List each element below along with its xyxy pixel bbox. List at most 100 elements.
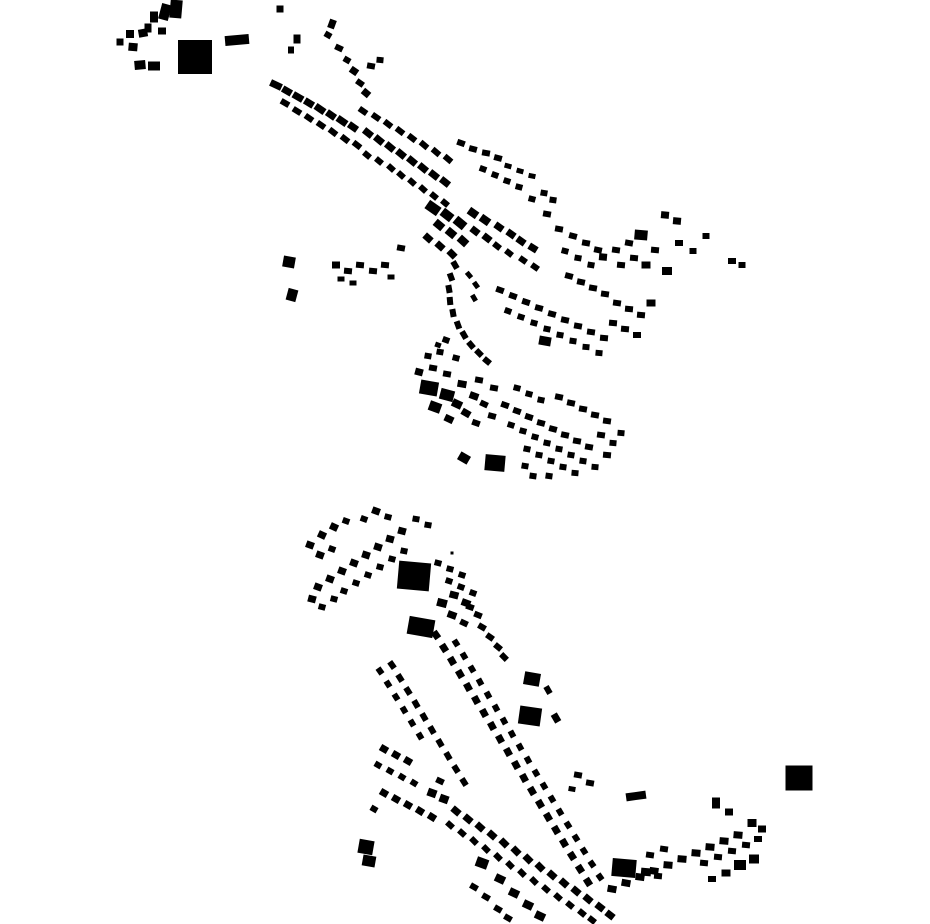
building-footprint	[529, 876, 539, 886]
building-footprint	[487, 720, 497, 732]
building-footprint	[542, 811, 554, 823]
building-footprint	[591, 463, 599, 471]
building-footprint	[378, 743, 390, 755]
building-footprint	[542, 439, 552, 447]
building-footprint	[360, 87, 372, 99]
building-footprint	[534, 861, 546, 873]
building-footprint	[394, 125, 406, 137]
building-footprint	[446, 296, 454, 306]
building-footprint	[521, 297, 531, 307]
building-footprint	[418, 184, 428, 194]
building-footprint	[471, 280, 481, 290]
building-footprint	[533, 910, 547, 922]
building-footprint	[495, 733, 505, 745]
building-footprint	[405, 155, 419, 167]
building-footprint	[315, 119, 327, 131]
building-footprint	[329, 595, 339, 603]
building-footprint	[361, 127, 375, 139]
building-footprint	[733, 831, 743, 839]
building-footprint	[460, 407, 472, 419]
building-footprint	[446, 248, 458, 260]
building-footprint	[620, 878, 632, 888]
building-footprint	[332, 261, 340, 269]
building-footprint	[438, 176, 452, 188]
building-footprint	[522, 853, 534, 865]
building-footprint	[563, 820, 573, 830]
building-footprint	[456, 234, 470, 248]
building-footprint	[541, 884, 551, 894]
building-footprint	[492, 241, 502, 251]
building-footprint	[158, 2, 172, 22]
building-footprint	[534, 798, 546, 810]
building-footprint	[587, 915, 597, 924]
building-footprint	[489, 384, 499, 392]
building-footprint	[462, 813, 474, 825]
building-footprint	[481, 149, 491, 157]
building-footprint	[599, 334, 609, 342]
building-footprint	[466, 340, 476, 350]
building-footprint	[503, 913, 513, 923]
building-footprint	[339, 587, 349, 595]
building-footprint	[451, 354, 461, 362]
building-footprint	[426, 811, 438, 823]
building-footprint	[573, 322, 583, 330]
building-footprint	[747, 819, 757, 827]
building-footprint	[416, 162, 430, 174]
building-footprint	[307, 594, 317, 604]
building-footprint	[586, 328, 596, 336]
building-footprint	[387, 555, 397, 563]
building-footprint	[415, 731, 425, 741]
building-footprint	[361, 550, 371, 560]
building-footprint	[224, 33, 250, 47]
building-footprint	[288, 46, 294, 54]
building-footprint	[481, 892, 491, 902]
building-footprint	[383, 141, 397, 153]
building-footprint	[403, 686, 413, 696]
building-footprint	[434, 341, 442, 349]
building-footprint	[515, 742, 525, 752]
building-footprint	[443, 751, 453, 761]
building-footprint	[385, 534, 395, 544]
building-footprint	[442, 153, 454, 165]
building-footprint	[449, 308, 457, 318]
building-footprint	[611, 246, 621, 254]
building-footprint	[510, 845, 522, 857]
building-footprint	[444, 577, 454, 585]
building-footprint	[546, 869, 558, 881]
building-footprint	[738, 262, 746, 268]
building-footprint	[568, 785, 576, 793]
building-footprint	[453, 320, 463, 330]
building-footprint	[535, 451, 543, 459]
building-footprint	[396, 244, 406, 252]
building-footprint	[478, 213, 492, 227]
building-footprint	[529, 319, 539, 327]
building-footprint	[581, 239, 591, 247]
building-footprint	[547, 457, 555, 465]
building-footprint	[436, 597, 448, 609]
building-footprint	[435, 738, 445, 748]
building-footprint	[468, 588, 478, 598]
building-footprint	[414, 367, 424, 377]
building-footprint	[470, 293, 478, 303]
building-footprint	[383, 513, 393, 521]
building-footprint	[378, 787, 390, 799]
building-footprint	[411, 699, 421, 709]
building-footprint	[585, 779, 595, 787]
building-footprint	[554, 393, 564, 401]
building-footprint	[553, 892, 563, 902]
building-footprint	[617, 429, 625, 437]
building-footprint	[435, 776, 445, 786]
building-footprint	[428, 364, 438, 372]
building-footprint	[522, 445, 532, 453]
building-footprint	[342, 55, 352, 65]
building-footprint	[493, 154, 503, 162]
building-footprint	[503, 746, 513, 758]
building-footprint	[482, 356, 492, 366]
building-footprint	[508, 291, 518, 301]
building-footprint	[536, 419, 546, 427]
building-footprint	[495, 285, 505, 295]
building-footprint	[427, 725, 437, 735]
building-footprint	[456, 582, 466, 592]
building-footprint	[399, 705, 409, 715]
building-footprint	[499, 716, 509, 726]
